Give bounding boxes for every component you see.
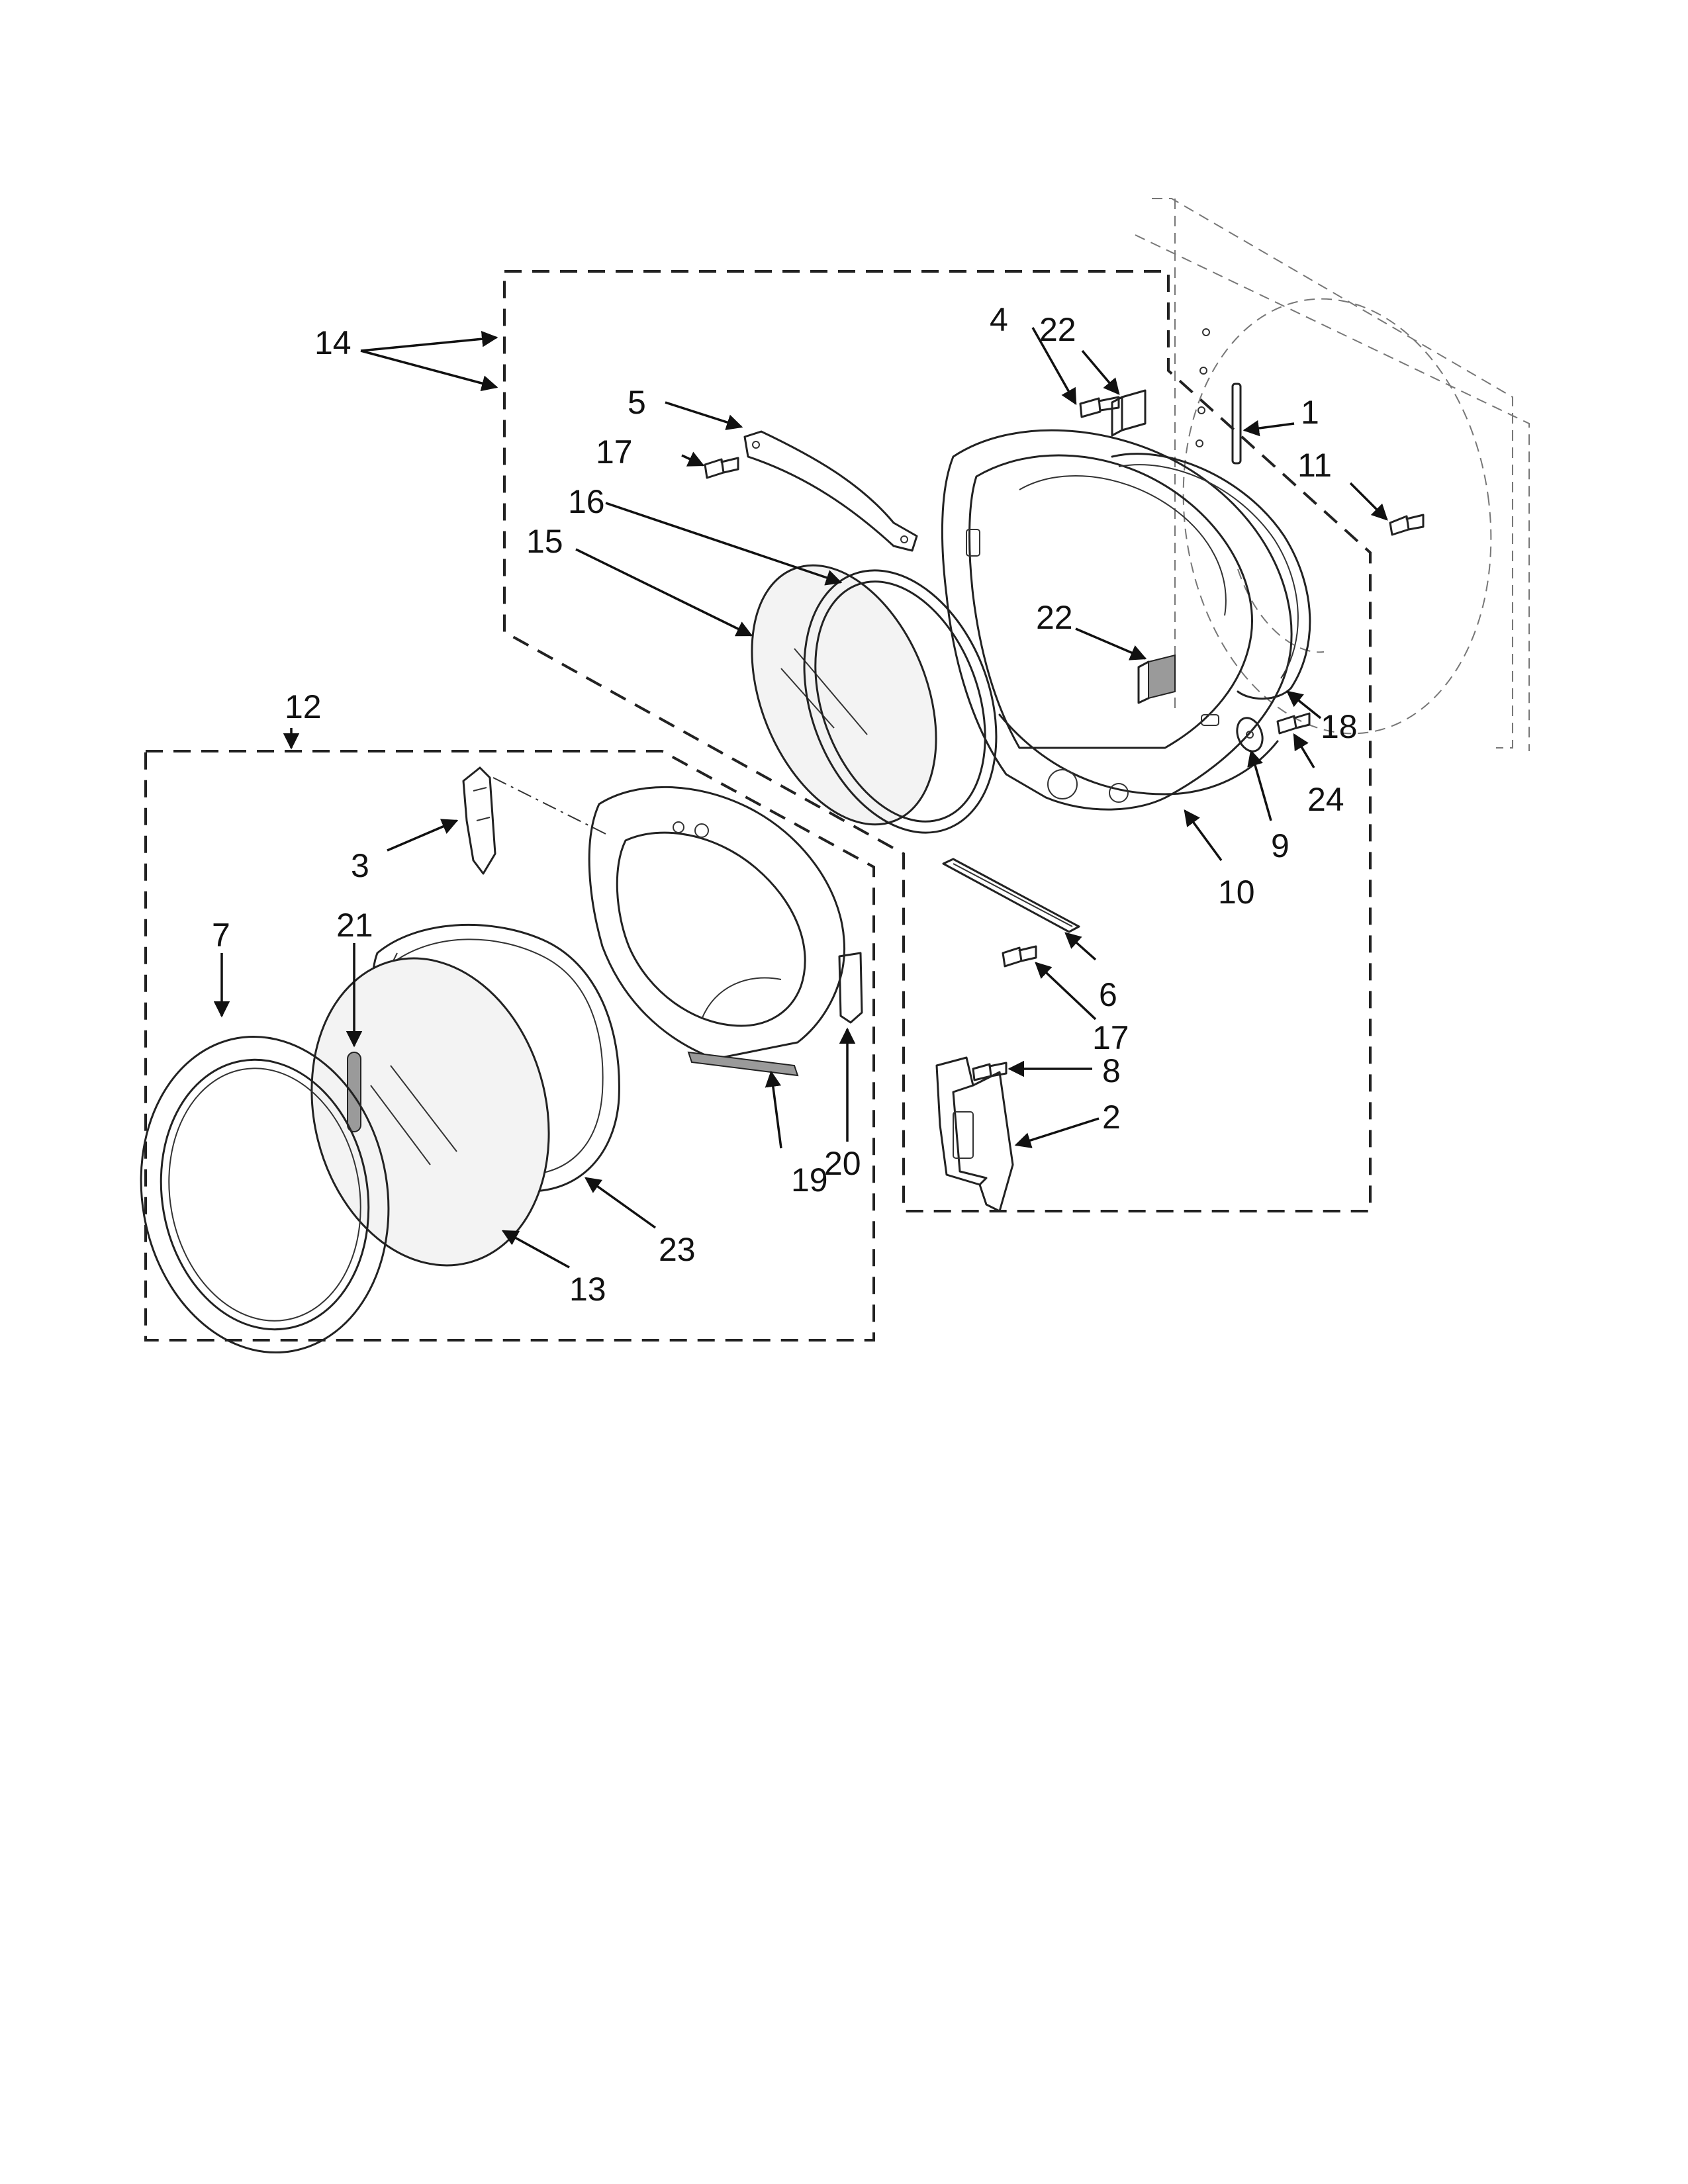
- callout-14: 14: [314, 324, 352, 361]
- part-9-washer: [1236, 717, 1264, 752]
- part-21-handle: [347, 1052, 361, 1132]
- part-24-screw: [1276, 712, 1311, 735]
- callout-22-upper: 22: [1039, 311, 1076, 348]
- callout-labels: 14 12 5 17 16 15 22 4 1 11 22 18 24 9 10…: [212, 301, 1358, 1308]
- callout-16: 16: [568, 483, 605, 520]
- part-11-screw: [1389, 514, 1425, 536]
- part-10-front-panel: [941, 429, 1293, 811]
- callout-13: 13: [569, 1271, 606, 1308]
- part-17-screw-upper: [704, 457, 739, 479]
- part-22-upper-block: [1111, 389, 1147, 437]
- cabinet-ghost-outline: [1135, 198, 1530, 751]
- callout-17-lower: 17: [1092, 1019, 1129, 1056]
- leader-lines: [213, 327, 1388, 1269]
- part-6-strip: [942, 858, 1080, 933]
- callout-20: 20: [824, 1145, 861, 1182]
- part-19-inner-frame: [588, 786, 846, 1077]
- part-3-hinge: [462, 766, 496, 875]
- part-13-outer-glass: [310, 957, 550, 1267]
- callout-1: 1: [1301, 394, 1319, 431]
- callout-4: 4: [990, 301, 1008, 338]
- callout-21: 21: [336, 907, 373, 944]
- part-1-strip: [1196, 328, 1242, 465]
- callout-2: 2: [1102, 1099, 1121, 1136]
- callout-18: 18: [1321, 708, 1358, 745]
- part-17-screw-lower: [1002, 945, 1037, 968]
- callout-15: 15: [526, 523, 563, 560]
- part-4-screw: [1079, 396, 1120, 418]
- part-20-hinge-plate: [838, 952, 863, 1024]
- part-5-bracket: [743, 430, 918, 552]
- callout-9: 9: [1271, 827, 1289, 864]
- callout-6: 6: [1099, 976, 1117, 1013]
- alignment-line: [492, 777, 606, 835]
- callout-19: 19: [791, 1161, 828, 1199]
- callout-11: 11: [1297, 447, 1332, 484]
- part-7-outer-door: [140, 1035, 390, 1354]
- callout-8: 8: [1102, 1052, 1121, 1089]
- callout-5: 5: [628, 384, 646, 421]
- callout-12: 12: [285, 688, 322, 725]
- callout-10: 10: [1218, 874, 1255, 911]
- part-16-gasket: [803, 569, 998, 834]
- assembly-box-12: [144, 750, 875, 1342]
- part-2-latch: [935, 1056, 1014, 1212]
- callout-3: 3: [351, 847, 369, 884]
- callout-7: 7: [212, 917, 230, 954]
- callout-24: 24: [1307, 781, 1344, 818]
- part-18-gasket: [1111, 453, 1311, 700]
- callout-17-upper: 17: [596, 433, 633, 471]
- callout-23: 23: [659, 1231, 696, 1268]
- part-15-glass: [751, 564, 937, 826]
- callout-22-lower: 22: [1036, 599, 1073, 636]
- part-22-lower-block: [1137, 654, 1176, 704]
- assembly-box-14: [503, 270, 1372, 1212]
